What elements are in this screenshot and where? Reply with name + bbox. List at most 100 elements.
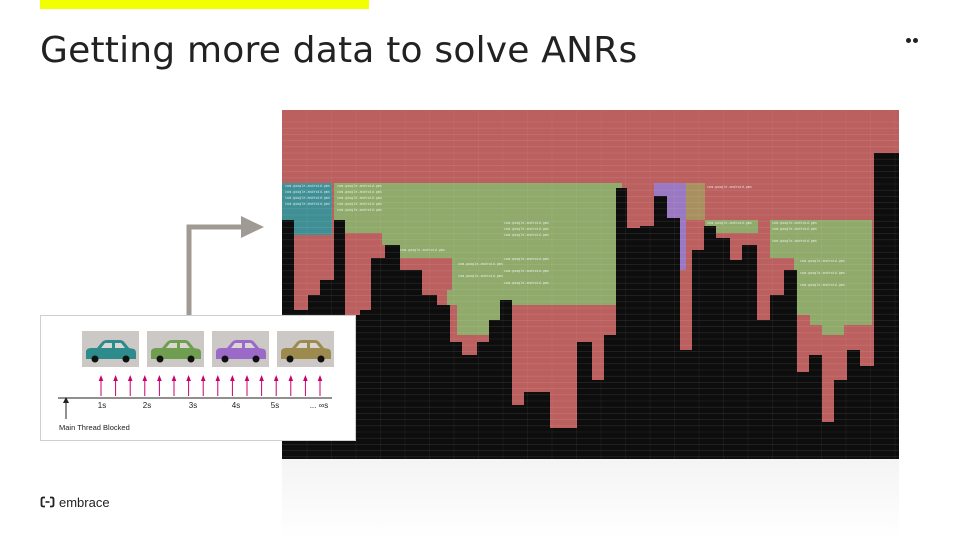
- tick-label-2s: 2s: [142, 401, 152, 410]
- tick-label-3s: 3s: [188, 401, 198, 410]
- thread-column: [604, 335, 616, 459]
- frame-label: com.google.android.gms: [504, 269, 549, 273]
- frame-label: com.google.android.gms: [285, 196, 330, 200]
- main-thread-arrowhead: [63, 397, 69, 403]
- frame-label: com.google.android.gms: [337, 184, 382, 188]
- thread-column: [667, 218, 680, 459]
- sample-arrowhead: [142, 375, 148, 381]
- thread-column: [716, 238, 730, 459]
- frame-label: com.google.android.gms: [504, 233, 549, 237]
- thread-column: [834, 380, 847, 459]
- thread-column: [822, 422, 834, 459]
- frame-label: com.google.android.gms: [800, 283, 845, 287]
- tick-label-infinity: ... ∞s: [309, 401, 329, 410]
- flame-frame: [592, 290, 616, 305]
- thread-column: [500, 300, 512, 459]
- thread-column: [742, 245, 757, 459]
- flame-frame: [334, 183, 622, 220]
- sample-arrowhead: [230, 375, 235, 381]
- thread-column: [704, 226, 716, 459]
- thread-column: [680, 350, 692, 459]
- thread-column: [400, 270, 422, 459]
- frame-label: com.google.android.gms: [400, 248, 445, 252]
- frame-label: com.google.android.gms: [285, 190, 330, 194]
- sample-arrowhead: [186, 375, 191, 381]
- flame-frame: [705, 220, 758, 233]
- thread-column: [757, 320, 770, 459]
- sample-arrowhead: [288, 375, 294, 381]
- thread-column: [577, 342, 592, 459]
- thread-column: [537, 392, 550, 459]
- flame-frame: [810, 315, 830, 325]
- flame-graph-reflection: [282, 459, 899, 540]
- thread-column: [450, 342, 462, 459]
- flame-row-lines: [282, 121, 899, 458]
- frame-label: com.google.android.gms: [504, 221, 549, 225]
- thread-column: [524, 392, 537, 459]
- thread-column: [550, 428, 562, 459]
- frame-label: com.google.android.gms: [285, 202, 330, 206]
- frame-label: com.google.android.gms: [337, 190, 382, 194]
- thread-column: [640, 226, 654, 459]
- tick-label-4s: 4s: [231, 401, 241, 410]
- frame-label: com.google.android.gms: [707, 221, 752, 225]
- thread-column: [489, 320, 500, 459]
- thread-column: [770, 295, 784, 459]
- car-icon: [82, 331, 139, 367]
- sample-arrowhead: [215, 375, 221, 381]
- flame-frame: [452, 258, 607, 290]
- flame-grid-lines: [306, 110, 896, 459]
- sample-arrowhead: [200, 375, 206, 381]
- frame-label: com.google.android.gms: [337, 202, 382, 206]
- thread-column: [360, 310, 371, 459]
- sample-arrowhead: [113, 375, 118, 381]
- accent-bar: [40, 0, 369, 9]
- flame-graph: com.google.android.gms com.google.android…: [282, 110, 899, 459]
- thread-column: [692, 250, 704, 459]
- timeline-card: 1s 2s 3s 4s 5s ... ∞s Main Thread Blocke…: [40, 315, 356, 441]
- sample-arrowhead: [157, 375, 162, 381]
- car-icon: [212, 331, 269, 367]
- thread-column: [385, 245, 400, 459]
- thread-column: [809, 355, 822, 459]
- sample-arrowhead: [273, 375, 279, 381]
- thread-column: [874, 153, 899, 459]
- thread-column: [437, 305, 450, 459]
- flame-frame: [822, 325, 844, 335]
- frame-label: com.google.android.gms: [337, 208, 382, 212]
- frame-label: com.google.android.gms: [504, 257, 549, 261]
- embrace-logo-icon: [40, 496, 55, 508]
- embrace-logo: embrace: [40, 494, 110, 510]
- thread-column: [422, 295, 437, 459]
- logo-text: embrace: [59, 494, 110, 510]
- thread-column: [477, 342, 489, 459]
- thread-column: [592, 380, 604, 459]
- thread-column: [562, 428, 577, 459]
- flame-frame: [846, 315, 872, 325]
- frame-label: com.google.android.gms: [800, 271, 845, 275]
- frame-label: com.google.android.gms: [772, 239, 817, 243]
- frame-label: com.google.android.gms: [285, 184, 330, 188]
- thread-column: [860, 366, 874, 459]
- dots-icon[interactable]: [906, 38, 920, 44]
- thread-column: [797, 372, 809, 459]
- flame-frame: [794, 258, 872, 305]
- thread-column: [512, 405, 524, 459]
- main-thread-label: Main Thread Blocked: [59, 423, 130, 432]
- frame-label: com.google.android.gms: [772, 227, 817, 231]
- frame-label: com.google.android.gms: [800, 259, 845, 263]
- tick-label-1s: 1s: [97, 401, 107, 410]
- car-icon: [147, 331, 204, 367]
- frame-label: com.google.android.gms: [504, 227, 549, 231]
- frame-label: com.google.android.gms: [707, 185, 752, 189]
- frame-label: com.google.android.gms: [458, 262, 503, 266]
- flame-frame: [770, 220, 872, 245]
- sample-arrowhead: [317, 375, 323, 381]
- slide-title: Getting more data to solve ANRs: [40, 30, 638, 71]
- arrow-icon: [186, 216, 264, 318]
- sample-arrowhead: [244, 375, 250, 381]
- sample-arrowhead: [171, 375, 177, 381]
- thread-column: [847, 350, 860, 459]
- frame-label: com.google.android.gms: [504, 281, 549, 285]
- sample-arrowhead: [259, 375, 264, 381]
